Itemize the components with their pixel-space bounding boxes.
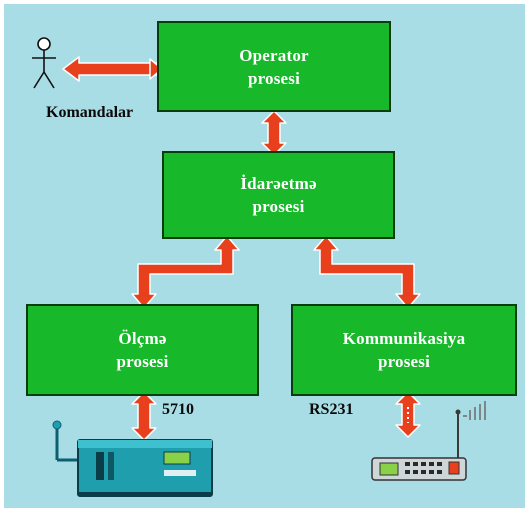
communication-process-box: Kommunikasiya prosesi	[291, 304, 517, 396]
arrow-operator-process-to-control-process	[261, 110, 287, 156]
arrow-control-process-to-communication-process	[313, 235, 421, 309]
measurement-device-icon	[52, 420, 213, 497]
arrow-communication-process-to-radio-device	[395, 391, 421, 438]
arrow-control-process-to-measurement-process	[131, 235, 240, 309]
commands-label: Komandalar	[46, 104, 134, 121]
arrow-operator-to-operator-process	[62, 56, 163, 82]
control-process-box: İdarəetmə prosesi	[162, 151, 395, 239]
operator-process-label: Operator prosesi	[239, 45, 309, 88]
arrow-measurement-process-to-measurement-device	[131, 391, 157, 441]
communication-process-label: Kommunikasiya prosesi	[342, 329, 466, 371]
measurement-process-label: Ölçmə prosesi	[116, 329, 169, 371]
measurement-process-box: Ölçmə prosesi	[26, 304, 259, 396]
operator-process-box: Operator prosesi	[157, 21, 391, 112]
measurement-interface-label: 5710	[162, 401, 194, 418]
radio-device-icon	[371, 401, 486, 481]
operator-person-icon	[32, 37, 56, 89]
communication-interface-label: RS231	[309, 401, 354, 418]
control-process-label: İdarəetmə prosesi	[240, 174, 317, 216]
